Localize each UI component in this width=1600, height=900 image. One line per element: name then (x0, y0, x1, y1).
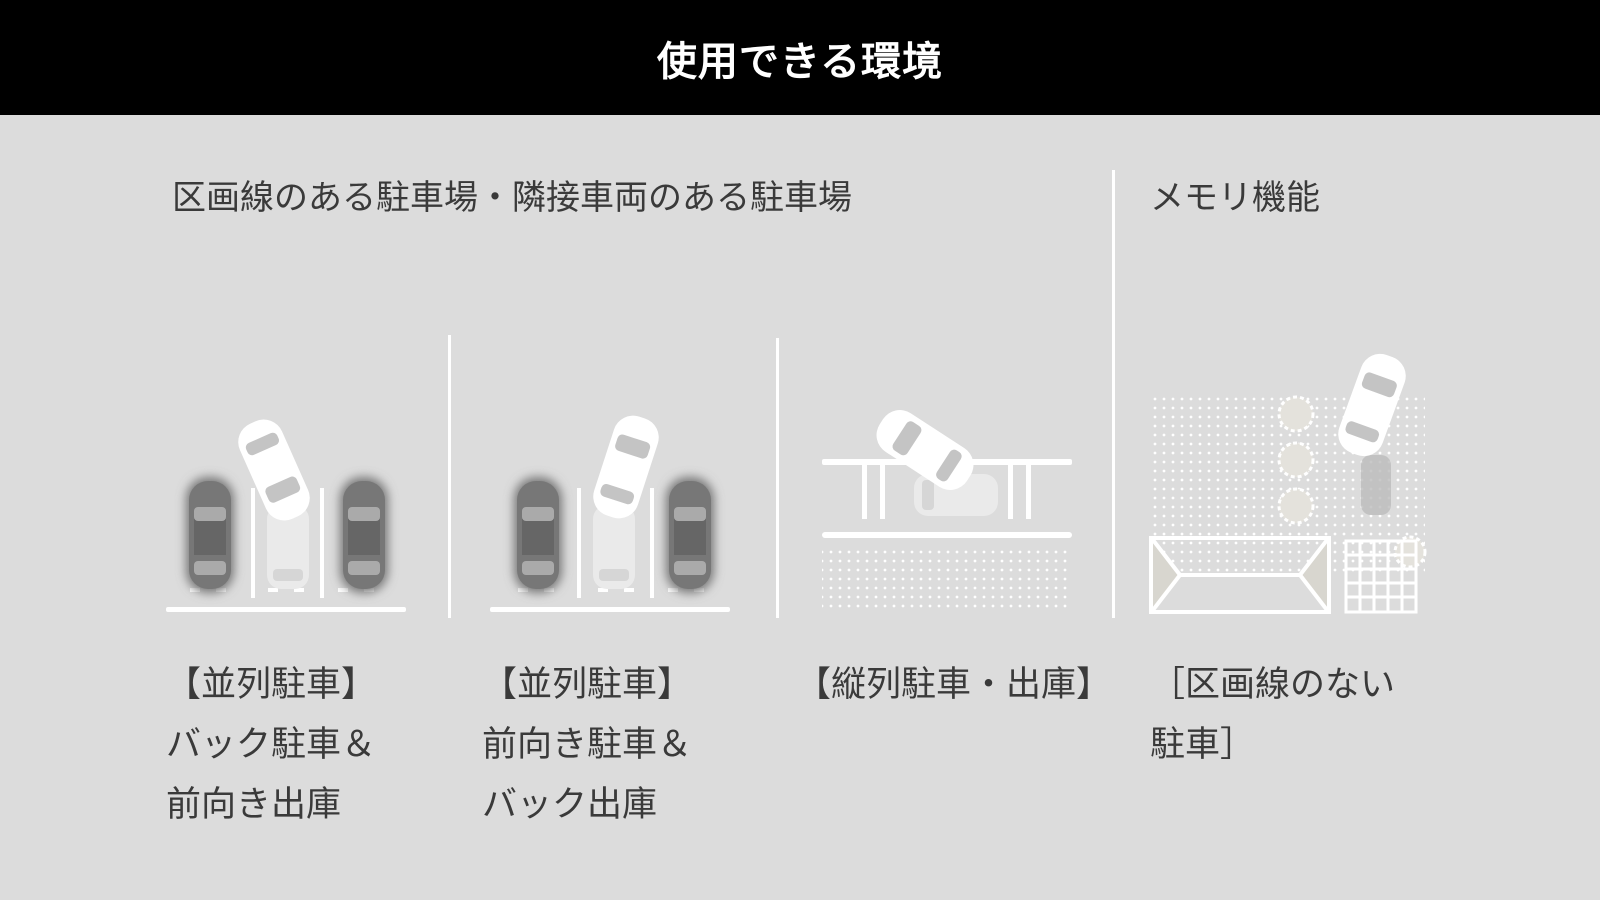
section-heading-memory-function: メモリ機能 (1150, 178, 1320, 218)
adjacent-car (514, 477, 562, 593)
label-line: 【縦列駐車・出庫】 (796, 665, 1112, 705)
scene-parallel-forward-in (490, 410, 730, 612)
label-line: 駐車］ (1150, 725, 1256, 765)
scene-label-memory: ［区画線のない 駐車］ (1150, 655, 1395, 775)
section-heading-lined-parking: 区画線のある駐車場・隣接車両のある駐車場 (172, 178, 852, 218)
header-bar: 使用できる環境 (0, 0, 1600, 115)
adjacent-car (340, 477, 388, 593)
scene-label-back-in: 【並列駐車】 バック駐車＆ 前向き出庫 (166, 655, 376, 835)
label-line: 【並列駐車】 (166, 665, 377, 705)
label-line: バック出庫 (482, 785, 658, 825)
scene-parallel-curbside (822, 402, 1072, 612)
label-line: 前向き出庫 (166, 785, 342, 825)
scene-divider (448, 335, 451, 618)
scene-divider (776, 338, 779, 618)
scene-label-forward-in: 【並列駐車】 前向き駐車＆ バック出庫 (482, 655, 692, 835)
label-line: バック駐車＆ (166, 725, 377, 765)
grid-paving-icon (1344, 539, 1418, 614)
house-roof-icon (1149, 536, 1331, 614)
scene-memory-parking (1149, 348, 1427, 614)
section-divider (1112, 170, 1115, 618)
label-line: 【並列駐車】 (482, 665, 693, 705)
scene-parallel-back-in (166, 413, 406, 612)
label-line: ［区画線のない (1150, 665, 1396, 705)
scene-label-curbside: 【縦列駐車・出庫】 (796, 655, 1111, 715)
page-title: 使用できる環境 (656, 38, 944, 85)
adjacent-car (186, 477, 234, 593)
label-line: 前向き駐車＆ (482, 725, 693, 765)
moving-car (231, 413, 317, 527)
adjacent-car (666, 477, 714, 593)
